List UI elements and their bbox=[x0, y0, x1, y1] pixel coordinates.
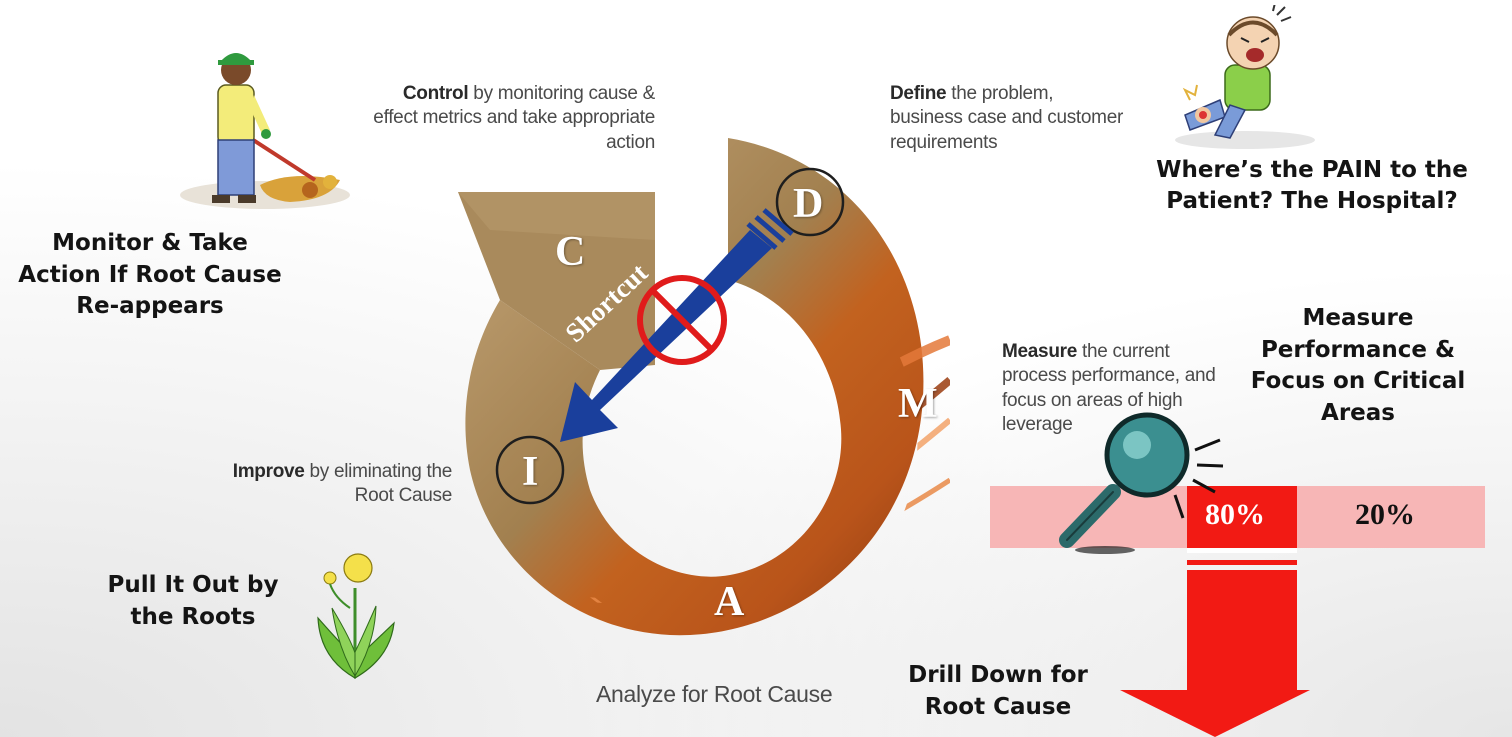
shortcut-arrow bbox=[560, 208, 794, 442]
pareto-20-label: 20% bbox=[1355, 498, 1415, 531]
letter-analyze: A bbox=[714, 579, 745, 625]
define-description: Define the problem, business case and cu… bbox=[890, 83, 1123, 153]
analyze-description: Analyze for Root Cause bbox=[596, 681, 833, 707]
letter-measure: M bbox=[898, 381, 938, 427]
monitor-callout: Monitor & Take Action If Root Cause Re-a… bbox=[18, 230, 282, 320]
magnifying-glass-icon bbox=[1059, 412, 1224, 554]
gardener-raking-icon bbox=[180, 53, 350, 209]
letter-define: D bbox=[793, 181, 824, 227]
pull-out-callout: Pull It Out by the Roots bbox=[107, 572, 279, 630]
crying-child-icon bbox=[1175, 5, 1315, 149]
cycle-ring bbox=[465, 138, 924, 636]
pain-callout: Where’s the PAIN to the Patient? The Hos… bbox=[1156, 157, 1468, 215]
drill-down-arrow bbox=[1120, 548, 1310, 737]
measure-performance-callout: Measure Performance & Focus on Critical … bbox=[1250, 305, 1466, 427]
drill-down-callout: Drill Down for Root Cause bbox=[908, 662, 1088, 720]
improve-circle bbox=[495, 435, 565, 505]
letter-control: C bbox=[555, 229, 586, 275]
control-description: Control by monitoring cause & effect met… bbox=[373, 83, 655, 153]
dmaic-cycle-diagram bbox=[458, 138, 950, 636]
measure-description: Measure the current process performance,… bbox=[1002, 341, 1216, 435]
improve-description: Improve by eliminating the Root Cause bbox=[232, 461, 453, 507]
dandelion-icon bbox=[317, 553, 395, 680]
pareto-80-segment bbox=[1187, 486, 1297, 548]
pareto-80-label: 80% bbox=[1205, 498, 1265, 531]
no-symbol bbox=[637, 275, 727, 365]
define-circle bbox=[775, 167, 845, 237]
letter-improve: I bbox=[522, 449, 539, 495]
